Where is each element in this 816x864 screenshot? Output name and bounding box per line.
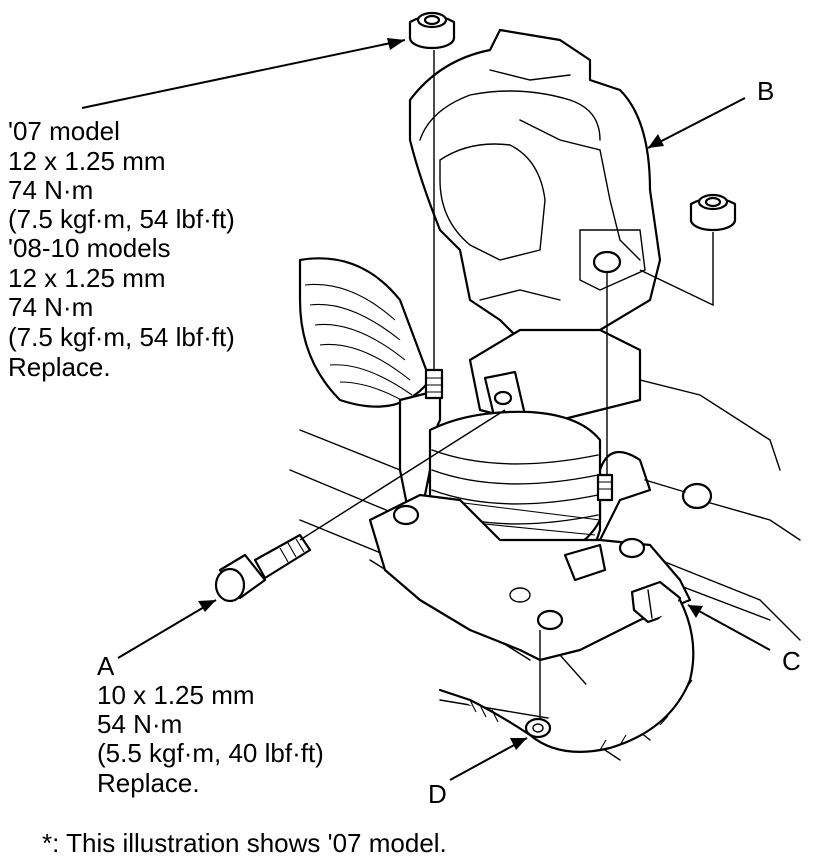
nut-spec-line-1: '07 model: [8, 116, 120, 146]
side-nut: [644, 479, 713, 510]
nut-spec-line-6: 12 x 1.25 mm: [8, 263, 166, 293]
mount-base-plate: [368, 493, 692, 662]
harness-clamp-d: [524, 717, 552, 739]
callout-a: A: [97, 651, 115, 681]
nut-spec-line-7: 74 N·m: [8, 292, 93, 322]
transmission-housing: [298, 257, 432, 408]
flange-nut-top: [408, 11, 456, 50]
callout-d: D: [428, 779, 447, 809]
nut-spec-line-2: 12 x 1.25 mm: [8, 146, 166, 176]
bolt-spec-line-3: 54 N·m: [97, 709, 182, 739]
bolt-a: [214, 533, 312, 603]
mount-arm: [468, 328, 642, 422]
nut-spec-line-4: (7.5 kgf·m, 54 lbf·ft): [8, 204, 235, 234]
upper-bracket-b: [408, 28, 662, 342]
flange-nut-right: [689, 193, 737, 232]
nut-spec-line-8: (7.5 kgf·m, 54 lbf·ft): [8, 322, 235, 352]
nut-spec-line-5: '08-10 models: [8, 233, 171, 263]
footnote: *: This illustration shows '07 model.: [42, 828, 447, 858]
callout-b: B: [757, 76, 774, 106]
leader-arrowheads: [198, 38, 703, 750]
bolt-torque-spec: A 10 x 1.25 mm 54 N·m (5.5 kgf·m, 40 lbf…: [97, 651, 324, 798]
bolt-spec-line-5: Replace.: [97, 768, 200, 798]
nut-spec-line-9: Replace.: [8, 352, 111, 382]
alignment-lines: [299, 50, 714, 720]
nut-torque-spec: '07 model 12 x 1.25 mm 74 N·m (7.5 kgf·m…: [8, 116, 235, 382]
nut-spec-line-3: 74 N·m: [8, 175, 93, 205]
sensor-connector-c: [438, 580, 695, 753]
callout-c: C: [782, 646, 801, 676]
bolt-spec-line-2: 10 x 1.25 mm: [97, 680, 255, 710]
bolt-spec-line-4: (5.5 kgf·m, 40 lbf·ft): [97, 738, 324, 768]
